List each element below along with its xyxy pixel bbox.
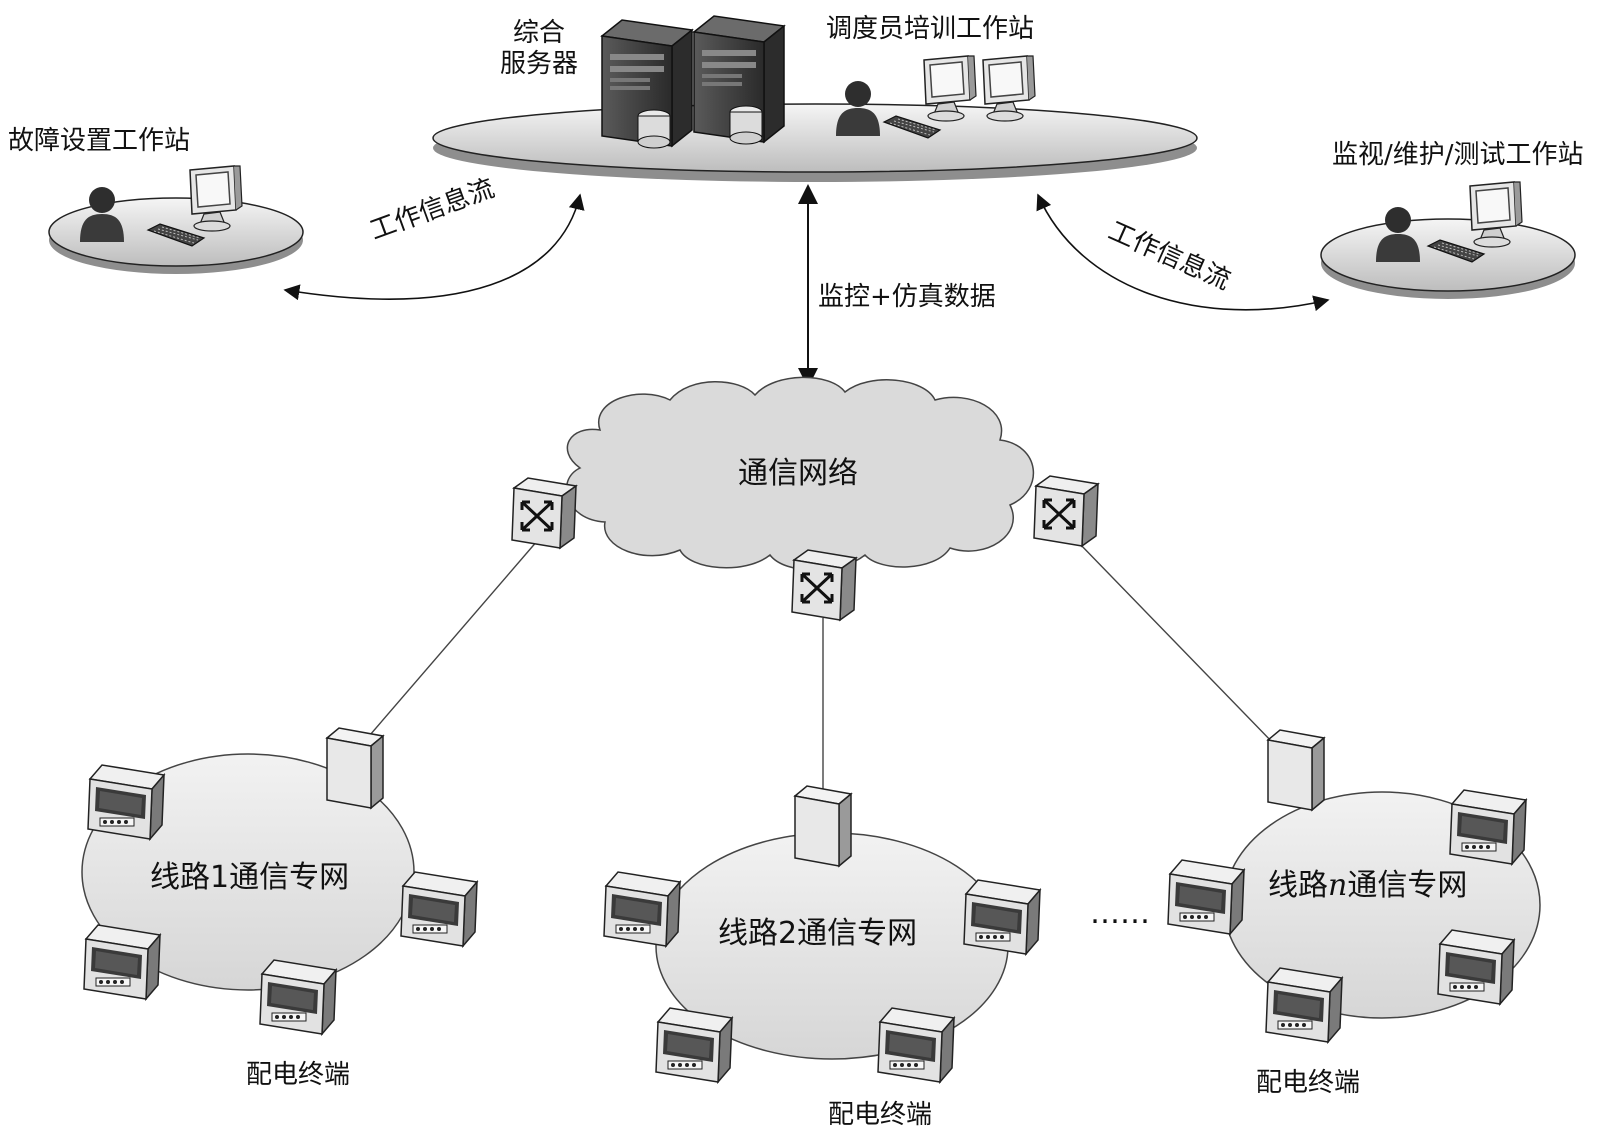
integrated-server-label-line2: 服务器	[499, 49, 578, 80]
lineN-suffix: 通信专网	[1347, 868, 1468, 903]
top-platform	[432, 103, 1198, 182]
fault-setup-ws-label: 故障设置工作站	[8, 126, 191, 156]
lineN-prefix: 线路	[1268, 868, 1328, 903]
comm-network-label: 通信网络	[738, 456, 858, 491]
line1-network-label: 线路1通信专网	[150, 860, 350, 895]
integrated-server-label: 综合 服务器	[494, 18, 584, 80]
lineN-network-label: 线路n通信专网	[1268, 868, 1467, 904]
dist-terminal-label-1: 配电终端	[246, 1060, 351, 1090]
monitor-ws-label: 监视/维护/测试工作站	[1332, 140, 1584, 170]
lineN-variable: n	[1328, 868, 1348, 903]
integrated-server-label-line1: 综合	[512, 18, 565, 48]
cloud-icon	[565, 376, 1035, 571]
info-flow-arrows	[283, 184, 1330, 388]
left-platform	[48, 165, 304, 274]
router-box-icon	[326, 727, 1325, 867]
line2-network-label: 线路2通信专网	[718, 916, 918, 951]
ellipsis-label: ……	[1090, 896, 1150, 931]
dispatcher-training-ws-label: 调度员培训工作站	[826, 14, 1035, 44]
network-links	[369, 539, 1276, 792]
monitor-sim-data-label: 监控+仿真数据	[818, 282, 996, 312]
right-platform	[1320, 181, 1576, 299]
dist-terminal-label-3: 配电终端	[1256, 1068, 1361, 1098]
dist-terminal-label-2: 配电终端	[828, 1100, 933, 1130]
